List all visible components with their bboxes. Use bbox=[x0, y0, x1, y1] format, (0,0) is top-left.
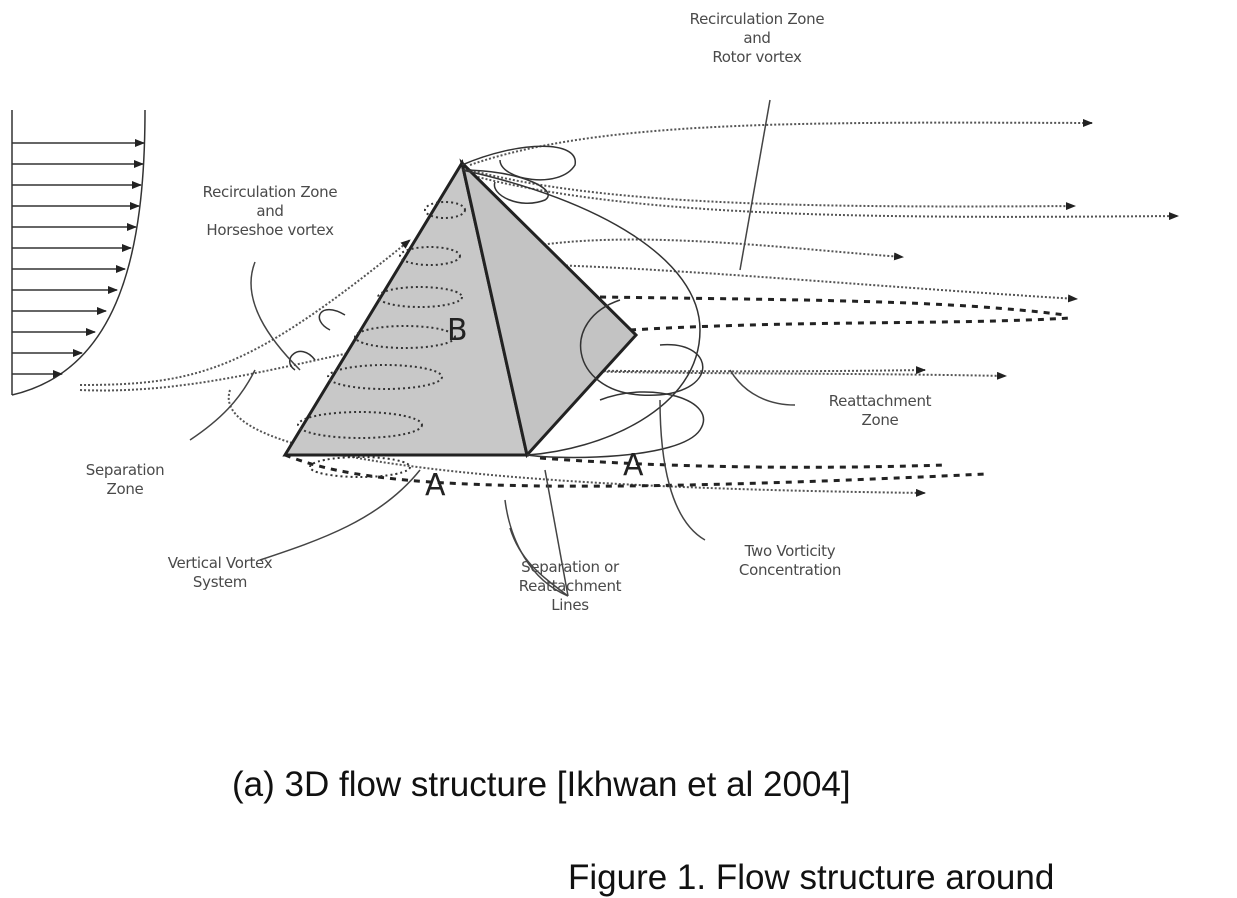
separation-lines bbox=[284, 295, 1071, 488]
face-label-a-left: A bbox=[425, 468, 446, 503]
streamlines bbox=[79, 118, 1179, 497]
subcaption: (a) 3D flow structure [Ikhwan et al 2004… bbox=[232, 765, 851, 804]
label-separation-zone: Separation Zone bbox=[85, 461, 165, 498]
velocity-profile bbox=[11, 109, 146, 396]
label-separation-reattachment-lines: Separation or Reattachment Lines bbox=[518, 558, 622, 614]
face-label-a-right: A bbox=[623, 448, 644, 483]
label-horseshoe-vortex: Recirculation Zone and Horseshoe vortex bbox=[202, 183, 338, 239]
label-two-vorticity-concentration: Two Vorticity Concentration bbox=[738, 542, 842, 579]
figure-caption: Figure 1. Flow structure around bbox=[568, 858, 1055, 897]
leader-lines bbox=[189, 99, 796, 597]
label-reattachment-zone: Reattachment Zone bbox=[828, 392, 932, 429]
pyramid-obstacle bbox=[282, 158, 639, 459]
label-rotor-vortex: Recirculation Zone and Rotor vortex bbox=[689, 10, 825, 66]
flow-structure-diagram bbox=[11, 99, 1179, 597]
label-vertical-vortex-system: Vertical Vortex System bbox=[167, 554, 273, 591]
face-label-b: B bbox=[447, 313, 468, 348]
recirculation-curves bbox=[289, 145, 704, 459]
horseshoe-vortices bbox=[297, 201, 466, 478]
